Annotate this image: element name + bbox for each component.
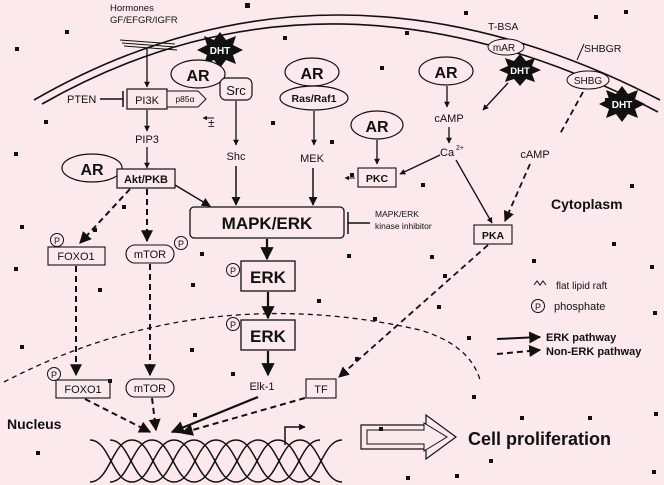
- dht-starburst-mar: DHT: [499, 54, 541, 86]
- receptors-label: GF/EFGR/IGFR: [110, 15, 178, 26]
- ca-label: Ca: [440, 147, 455, 159]
- shc-label: Shc: [227, 151, 246, 163]
- legend-raft-label: flat lipid raft: [556, 281, 607, 292]
- pka-label: PKA: [482, 230, 505, 242]
- camp-label-right: cAMP: [520, 149, 549, 161]
- proliferation-arrow-icon: [360, 413, 458, 461]
- hormones-label: Hormones: [110, 3, 154, 14]
- mapk-erk-box: [189, 206, 345, 239]
- erk-box-nucleus: [240, 319, 296, 351]
- ca-sup-label: 2+: [456, 145, 464, 152]
- background-speckles: [14, 3, 658, 480]
- inhibitor-bar: [347, 212, 370, 234]
- elk1-label: Elk-1: [249, 381, 274, 393]
- tf-label: TF: [314, 384, 328, 396]
- mtor-box-cyto: [125, 244, 175, 264]
- erk-pathway-arrow-icon: [496, 331, 542, 344]
- legend-phosphate-label: phosphate: [554, 301, 605, 313]
- p-foxo1-cyto: P: [54, 236, 60, 246]
- pip3-label: PIP3: [135, 134, 159, 146]
- akt-box: [116, 168, 176, 189]
- ar-camp-label: AR: [434, 65, 458, 82]
- legend-non-erk-label: Non-ERK pathway: [546, 346, 642, 358]
- dna-helix-icon: [89, 439, 343, 483]
- dht-top: DHT: [210, 46, 231, 57]
- dht-shbg: DHT: [612, 100, 633, 111]
- mar-label: mAR: [493, 43, 515, 54]
- erk-label-cyto: ERK: [250, 268, 287, 287]
- p-erk2: P: [230, 320, 236, 330]
- p85-arrow-box: [166, 90, 207, 108]
- ar-akt-label: AR: [80, 162, 104, 179]
- nuclear-envelope: [3, 312, 481, 383]
- inhibitor-label-1: MAPK/ERK: [375, 209, 419, 219]
- phosphate-mtor-cyto: [174, 236, 188, 250]
- foxo1-box-cyto: [47, 246, 106, 266]
- foxo1-label-nuc: FOXO1: [64, 384, 101, 396]
- p-mtor-cyto: P: [178, 239, 184, 249]
- foxo1-box-nuc: [55, 379, 111, 399]
- mtor-box-nuc: [125, 378, 175, 398]
- pkc-box: [357, 167, 397, 188]
- src-label: Src: [226, 83, 246, 98]
- cytoplasm-label: Cytoplasm: [551, 196, 623, 212]
- phosphate-erk1: [226, 263, 240, 277]
- src-box: [219, 77, 253, 101]
- receptor-glyph: [119, 39, 178, 51]
- legend: flat lipid raft P phosphate ERK pathway …: [496, 280, 642, 358]
- legend-erk-label: ERK pathway: [546, 332, 617, 344]
- ar-ellipse-top: [170, 59, 226, 89]
- non-erk-pathway-arrow-icon: [496, 345, 542, 357]
- mapk-erk-label: MAPK/ERK: [222, 214, 313, 233]
- plus-minus-label: ±: [208, 116, 215, 130]
- phosphate-foxo1-nuc: [47, 367, 61, 381]
- p-legend: P: [535, 302, 541, 312]
- lipid-raft-icon: [533, 280, 547, 286]
- dht-mar: DHT: [510, 66, 530, 77]
- p-foxo1-nuc: P: [51, 370, 57, 380]
- p85-label: p85α: [175, 94, 194, 104]
- mtor-label-nuc: mTOR: [134, 383, 166, 395]
- inhibitor-label-2: kinase inhibitor: [375, 221, 432, 231]
- shbg-ellipse: [566, 70, 610, 90]
- erk-box-cyto: [240, 260, 296, 292]
- ar-top-label: AR: [186, 68, 210, 85]
- cell-membrane: [33, 14, 661, 113]
- tf-box: [305, 378, 337, 399]
- pka-box: [473, 224, 513, 245]
- ar-ras-label: AR: [300, 66, 324, 83]
- ras-raf-label: Ras/Raf1: [292, 93, 337, 105]
- ar-ellipse-pkc: [350, 110, 404, 140]
- dht-starburst-shbg: DHT: [599, 86, 645, 122]
- nucleus-label: Nucleus: [7, 416, 62, 432]
- akt-label: Akt/PKB: [124, 174, 168, 186]
- ar-pkc-label: AR: [365, 119, 389, 136]
- pi3k-label: PI3K: [135, 95, 160, 107]
- shbg-label: SHBG: [574, 76, 603, 87]
- mar-ellipse: [487, 38, 525, 56]
- foxo1-label-cyto: FOXO1: [57, 251, 94, 263]
- erk-label-nucleus: ERK: [250, 327, 287, 346]
- phosphate-erk2: [226, 317, 240, 331]
- dht-starburst-top: DHT: [197, 32, 243, 68]
- mtor-label-cyto: mTOR: [134, 249, 166, 261]
- cell-proliferation-label: Cell proliferation: [468, 429, 611, 449]
- ar-ellipse-akt: [61, 153, 123, 183]
- ar-ellipse-camp: [418, 56, 474, 86]
- shbgr-label: SHBGR: [584, 43, 622, 55]
- pkc-label: PKC: [366, 173, 389, 185]
- ras-raf-ellipse: [279, 85, 349, 111]
- transcription-start-arrow: [284, 423, 306, 445]
- pten-inhibit: [100, 91, 124, 107]
- pten-label: PTEN: [67, 94, 96, 106]
- camp-label-left: cAMP: [434, 113, 463, 125]
- mek-label: MEK: [300, 153, 325, 165]
- tbsa-label: T-BSA: [488, 21, 518, 33]
- p-erk1: P: [230, 266, 236, 276]
- phosphate-legend-icon: [531, 299, 545, 313]
